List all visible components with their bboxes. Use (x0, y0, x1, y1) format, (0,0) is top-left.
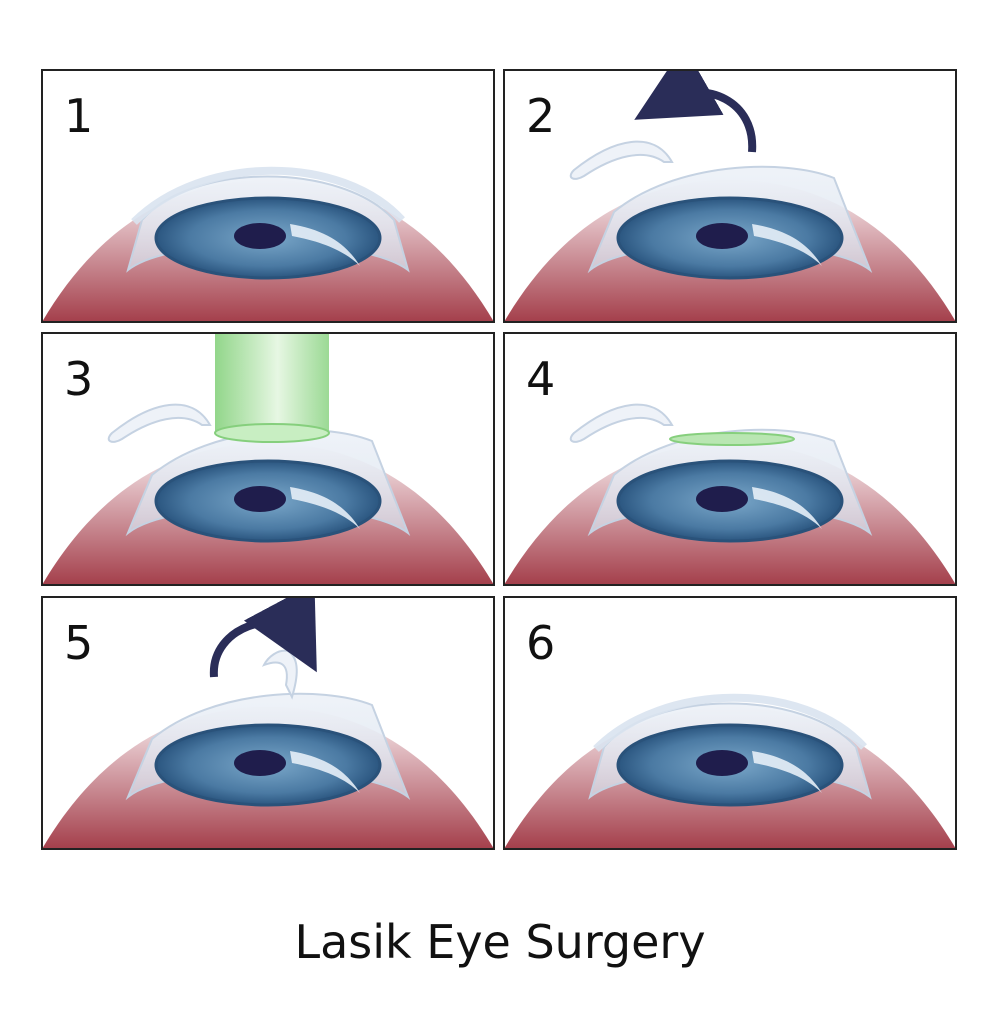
figure-title: Lasik Eye Surgery (294, 915, 705, 969)
laser-spot (214, 423, 330, 443)
pupil (234, 750, 286, 776)
iris-highlight (752, 224, 822, 266)
iris-highlight (290, 751, 360, 793)
step-number: 4 (526, 352, 555, 406)
panel-frame (41, 596, 495, 850)
corneal-flap (131, 166, 405, 225)
step-number: 2 (526, 89, 555, 143)
iris-highlight (752, 751, 822, 793)
panel-frame (503, 332, 957, 586)
pupil (696, 750, 748, 776)
panel-frame (503, 596, 957, 850)
laser-beam (215, 333, 329, 433)
panel-3: 3 (41, 332, 495, 586)
panel-1: 1 (41, 69, 495, 323)
return-arrow (209, 597, 317, 678)
step-number: 3 (64, 352, 93, 406)
step-number: 5 (64, 616, 93, 670)
pupil (234, 223, 286, 249)
step-number: 1 (64, 89, 93, 143)
pupil (696, 223, 748, 249)
panel-6: 6 (503, 596, 957, 850)
corneal-flap (107, 403, 212, 443)
iris-highlight (752, 487, 822, 529)
panel-4: 4 (503, 332, 957, 586)
lift-arrow (634, 70, 757, 153)
step-number: 6 (526, 616, 555, 670)
panel-frame (503, 69, 957, 323)
pupil (234, 486, 286, 512)
panel-2: 2 (503, 69, 957, 323)
panel-5: 5 (41, 596, 495, 850)
iris-highlight (290, 224, 360, 266)
panel-frame (41, 69, 495, 323)
corneal-flap (569, 140, 674, 180)
iris-highlight (290, 487, 360, 529)
corneal-flap (593, 693, 867, 752)
ablation-layer (669, 432, 795, 446)
corneal-flap (569, 403, 674, 443)
panel-frame (41, 332, 495, 586)
pupil (696, 486, 748, 512)
